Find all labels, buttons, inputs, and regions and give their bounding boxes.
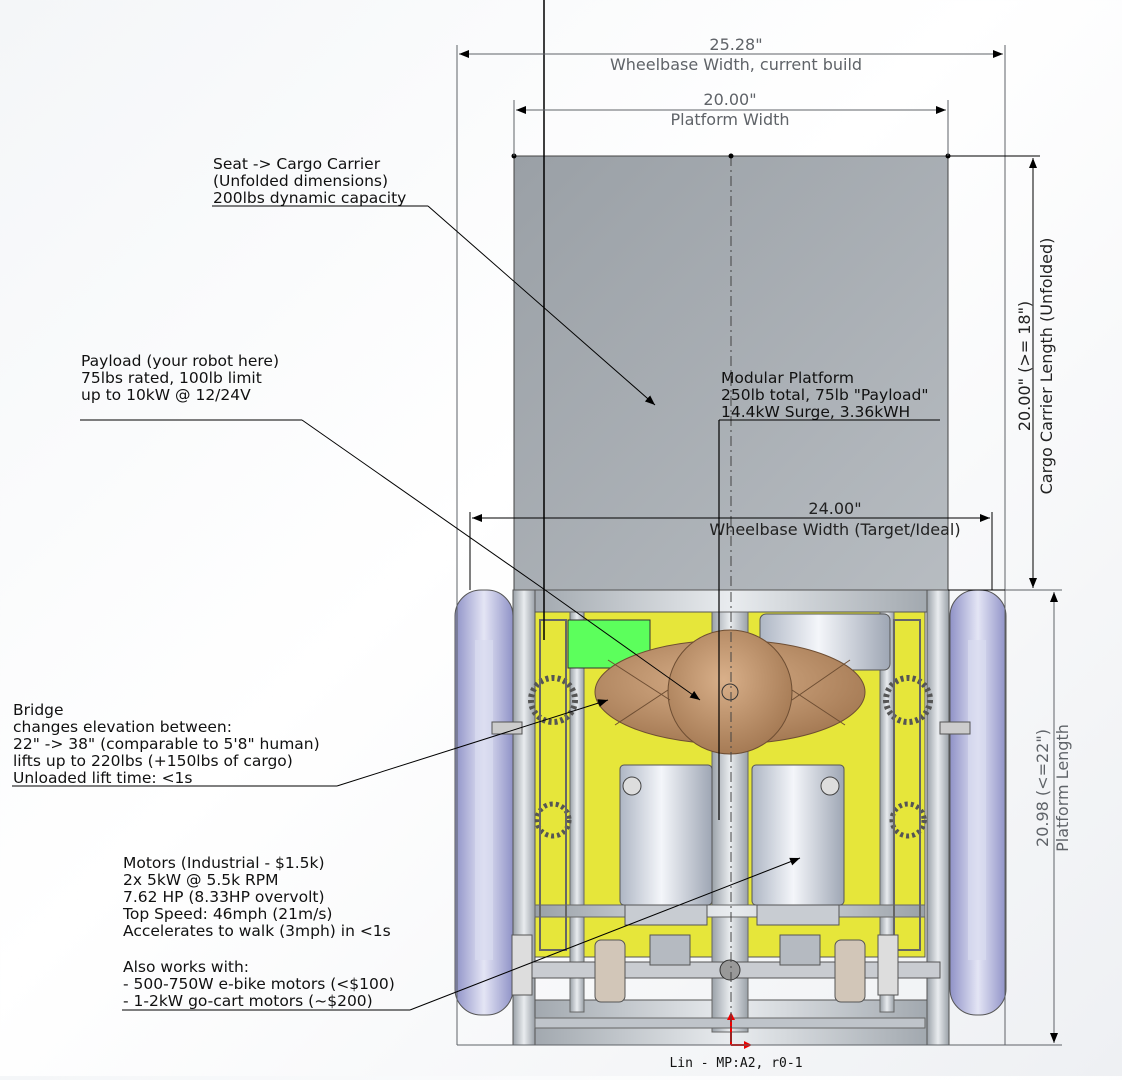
callout-seat: Seat -> Cargo Carrier (Unfolded dimensio… [212, 155, 656, 406]
svg-text:250lb total, 75lb "Payload": 250lb total, 75lb "Payload" [721, 386, 928, 404]
dim-platform-length-value: 20.98 (<=22") [1033, 729, 1052, 847]
svg-text:(Unfolded dimensions): (Unfolded dimensions) [213, 172, 388, 190]
callout-payload: Payload (your robot here) 75lbs rated, 1… [80, 352, 701, 701]
svg-text:14.4kW Surge, 3.36kWH: 14.4kW Surge, 3.36kWH [721, 403, 910, 421]
svg-text:Unloaded lift time: <1s: Unloaded lift time: <1s [13, 769, 193, 787]
dim-platform-length-label: Platform Length [1053, 724, 1072, 852]
callout-motors: Motors (Industrial - $1.5k) 2x 5kW @ 5.5… [122, 854, 801, 1011]
dim-wheelbase-target-label: Wheelbase Width (Target/Ideal) [709, 520, 960, 539]
drawing-label: Lin - MP:A2, r0-1 [669, 1056, 802, 1071]
svg-text:- 500-750W e-bike motors (<$10: - 500-750W e-bike motors (<$100) [123, 975, 395, 993]
dim-platform-width: 20.00" Platform Width [513, 90, 949, 156]
svg-text:75lbs rated, 100lb limit: 75lbs rated, 100lb limit [81, 369, 262, 387]
svg-text:22" -> 38" (comparable to 5'8": 22" -> 38" (comparable to 5'8" human) [13, 735, 320, 753]
dim-wheelbase-current-value: 25.28" [709, 35, 762, 54]
svg-text:Bridge: Bridge [13, 701, 64, 719]
dim-platform-length: 20.98 (<=22") Platform Length [457, 589, 1072, 1046]
svg-text:Accelerates to walk (3mph) in: Accelerates to walk (3mph) in <1s [123, 922, 391, 940]
svg-text:200lbs dynamic capacity: 200lbs dynamic capacity [213, 189, 406, 207]
dim-cargo-length: 20.00" (>= 18") Cargo Carrier Length (Un… [948, 155, 1056, 591]
svg-text:Also works with:: Also works with: [123, 958, 249, 976]
dim-wheelbase-target-value: 24.00" [808, 499, 861, 518]
svg-text:up to 10kW @ 12/24V: up to 10kW @ 12/24V [81, 386, 251, 404]
svg-text:2x 5kW @ 5.5k RPM: 2x 5kW @ 5.5k RPM [123, 871, 279, 889]
robot-platform [454, 589, 1007, 1049]
svg-text:Motors (Industrial - $1.5k): Motors (Industrial - $1.5k) [123, 854, 325, 872]
svg-text:7.62 HP (8.33HP overvolt): 7.62 HP (8.33HP overvolt) [123, 888, 325, 906]
svg-text:Modular Platform: Modular Platform [721, 369, 854, 387]
svg-text:Top Speed: 46mph (21m/s): Top Speed: 46mph (21m/s) [122, 905, 332, 923]
dim-platform-width-value: 20.00" [703, 90, 756, 109]
callout-bridge: Bridge changes elevation between: 22" ->… [12, 699, 609, 787]
dim-cargo-length-label: Cargo Carrier Length (Unfolded) [1037, 238, 1056, 495]
dim-cargo-length-value: 20.00" (>= 18") [1015, 301, 1034, 431]
svg-text:changes elevation between:: changes elevation between: [13, 718, 232, 736]
svg-text:lifts up to 220lbs (+150lbs of: lifts up to 220lbs (+150lbs of cargo) [13, 752, 293, 770]
svg-text:- 1-2kW go-cart motors (~$200): - 1-2kW go-cart motors (~$200) [123, 992, 373, 1010]
dim-wheelbase-current: 25.28" Wheelbase Width, current build [456, 35, 1006, 1045]
dim-wheelbase-current-label: Wheelbase Width, current build [610, 55, 862, 74]
callout-modular-platform: Modular Platform 250lb total, 75lb "Payl… [719, 369, 940, 421]
dim-wheelbase-target: 24.00" Wheelbase Width (Target/Ideal) [469, 499, 993, 590]
svg-text:Payload (your robot here): Payload (your robot here) [81, 352, 279, 370]
svg-text:Seat -> Cargo Carrier: Seat -> Cargo Carrier [213, 155, 381, 173]
dim-platform-width-label: Platform Width [670, 110, 789, 129]
